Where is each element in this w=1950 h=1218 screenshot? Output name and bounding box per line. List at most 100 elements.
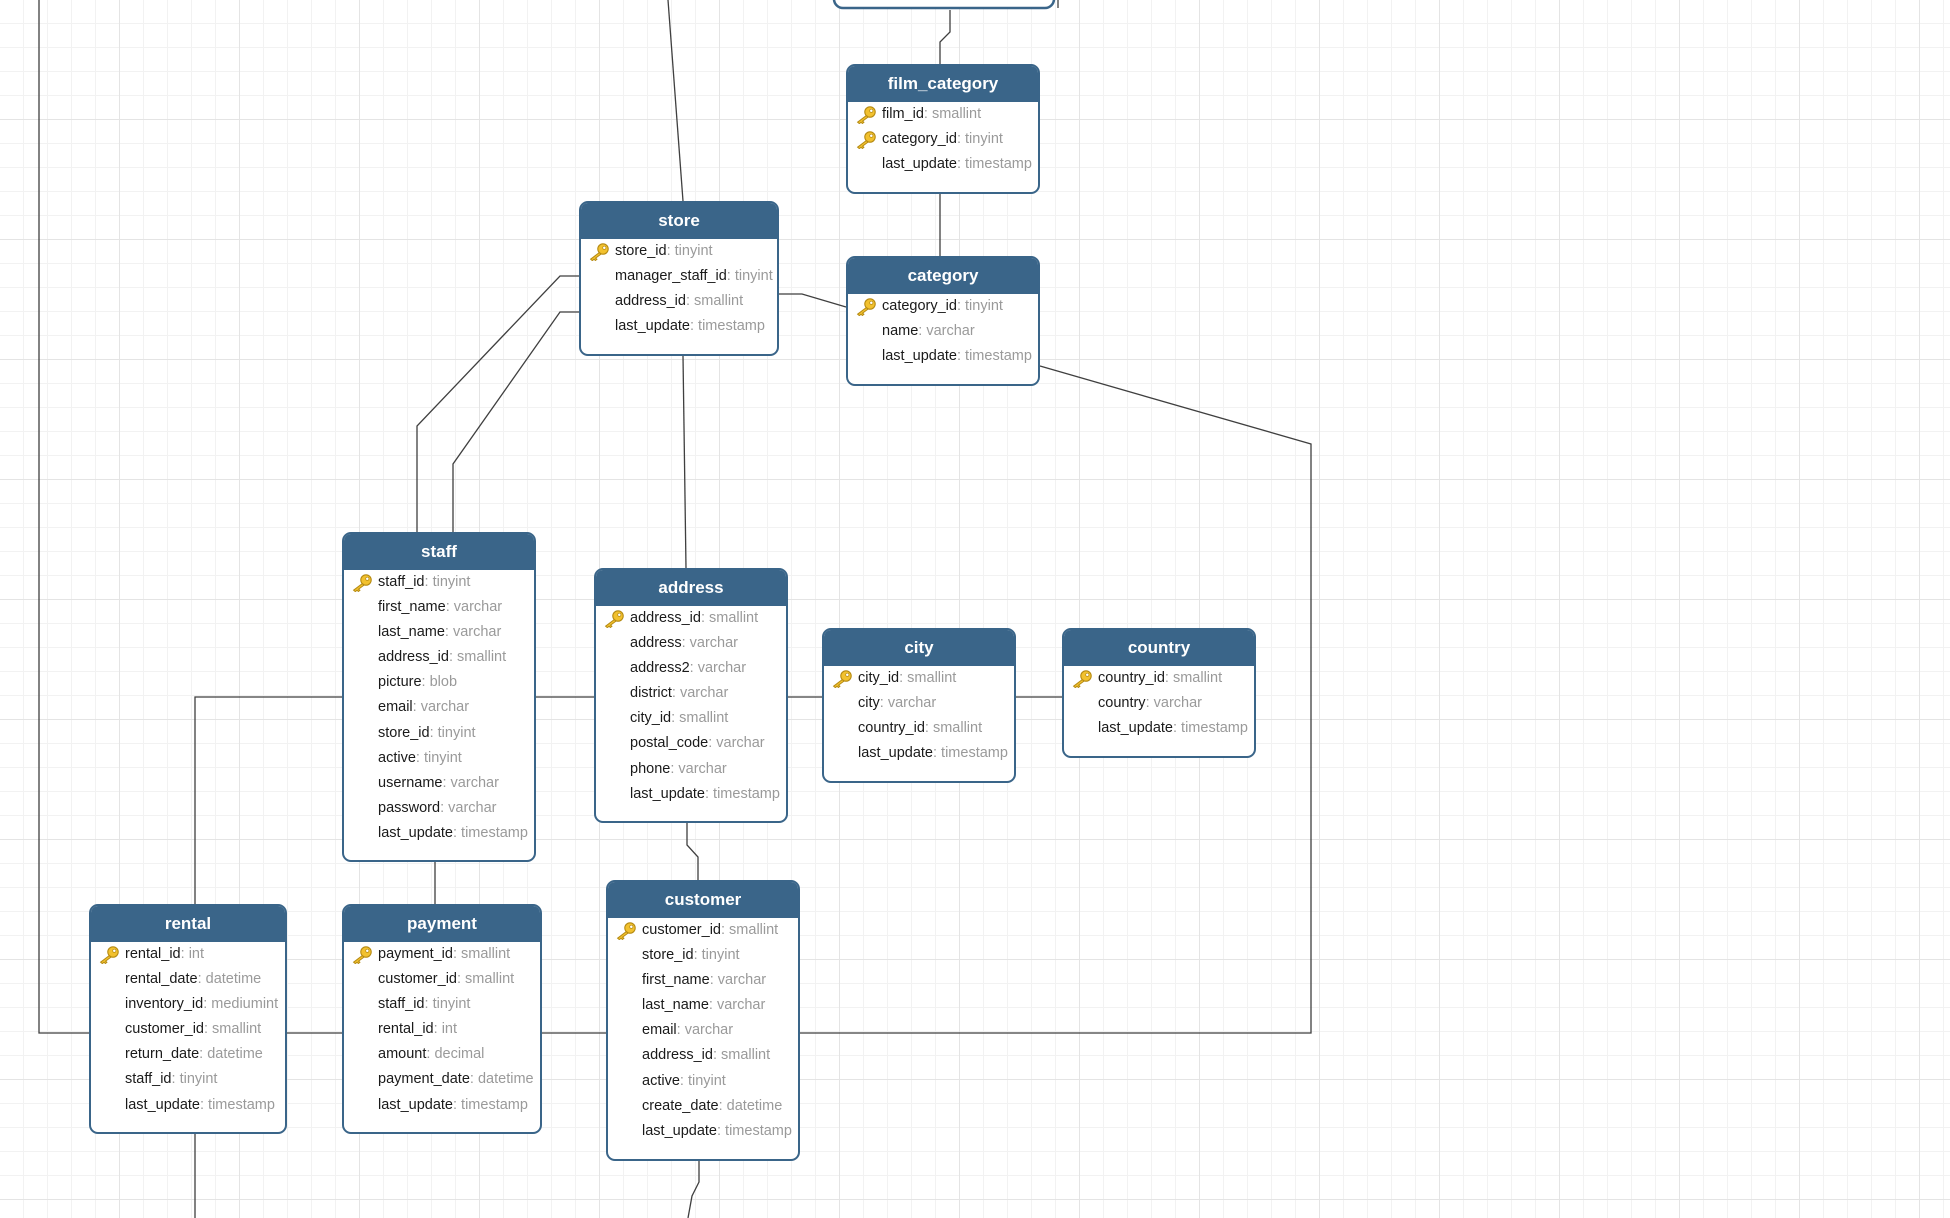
relationship-connector[interactable] [667,0,684,202]
entity-partial-top[interactable] [832,0,1056,10]
field-row[interactable]: address_id: smallint [581,289,777,314]
field-row[interactable]: address_id: smallint [344,645,534,670]
field-row[interactable]: email: varchar [344,695,534,720]
field-row[interactable]: payment_id: smallint [344,942,540,967]
field-row[interactable]: inventory_id: mediumint [91,992,285,1017]
field-row[interactable]: store_id: tinyint [608,943,798,968]
relationship-connector[interactable] [686,823,699,880]
field-row[interactable]: email: varchar [608,1018,798,1043]
field-separator: : [709,972,718,989]
entity-title: film_category [848,66,1038,102]
field-row[interactable]: manager_staff_id: tinyint [581,264,777,289]
field-row[interactable]: rental_id: int [344,1017,540,1042]
field-row[interactable]: last_update: timestamp [344,1093,540,1118]
field-row[interactable]: first_name: varchar [344,595,534,620]
relationship-connector[interactable] [194,696,342,904]
field-row[interactable]: category_id: tinyint [848,294,1038,319]
field-name: last_update [882,348,957,365]
relationship-connector[interactable] [452,311,579,532]
field-row[interactable]: username: varchar [344,771,534,796]
field-row[interactable]: address_id: smallint [608,1043,798,1068]
field-row[interactable]: name: varchar [848,319,1038,344]
field-row[interactable]: category_id: tinyint [848,127,1038,152]
field-row[interactable]: staff_id: tinyint [344,570,534,595]
field-row[interactable]: district: varchar [596,681,786,706]
field-row[interactable]: last_update: timestamp [581,314,777,339]
field-row[interactable]: return_date: datetime [91,1042,285,1067]
field-row[interactable]: last_name: varchar [608,993,798,1018]
field-separator: : [433,1021,442,1038]
field-type: smallint [457,649,507,666]
relationship-connector[interactable] [682,355,687,569]
field-row[interactable]: staff_id: tinyint [344,992,540,1017]
field-separator: : [671,685,680,702]
field-row[interactable]: last_name: varchar [344,620,534,645]
field-row[interactable]: last_update: timestamp [344,821,534,846]
field-row[interactable]: country: varchar [1064,691,1254,716]
field-row[interactable]: amount: decimal [344,1042,540,1067]
field-row[interactable]: create_date: datetime [608,1094,798,1119]
field-row[interactable]: customer_id: smallint [91,1017,285,1042]
field-row[interactable]: active: tinyint [344,746,534,771]
key-icon [615,922,637,941]
field-row[interactable]: last_update: timestamp [608,1119,798,1144]
field-row[interactable]: customer_id: smallint [344,967,540,992]
relationship-connector[interactable] [779,293,847,308]
field-type: varchar [453,599,503,616]
field-row[interactable]: country_id: smallint [1064,666,1254,691]
field-row[interactable]: city: varchar [824,691,1014,716]
relationship-connector[interactable] [38,0,89,1034]
field-row[interactable]: picture: blob [344,670,534,695]
field-separator: : [956,131,966,148]
field-row[interactable]: postal_code: varchar [596,731,786,756]
field-row[interactable]: store_id: tinyint [344,721,534,746]
field-separator: : [452,824,462,841]
field-row[interactable]: last_update: timestamp [848,152,1038,177]
field-row[interactable]: last_update: timestamp [91,1093,285,1118]
key-icon [855,298,877,317]
field-row[interactable]: last_update: timestamp [596,782,786,807]
field-row[interactable]: staff_id: tinyint [91,1067,285,1092]
field-row[interactable]: customer_id: smallint [608,918,798,943]
field-row[interactable]: film_id: smallint [848,102,1038,127]
field-row[interactable]: city_id: smallint [596,706,786,731]
field-row[interactable]: last_update: timestamp [1064,716,1254,741]
field-type: timestamp [1181,720,1248,737]
field-row[interactable]: rental_id: int [91,942,285,967]
field-row[interactable]: phone: varchar [596,757,786,782]
field-row[interactable]: password: varchar [344,796,534,821]
relationship-connector[interactable] [800,365,1312,1034]
relationship-connector[interactable] [687,1161,700,1218]
field-type: int [188,946,205,962]
field-row[interactable]: payment_date: datetime [344,1067,540,1092]
field-row[interactable]: country_id: smallint [824,716,1014,741]
field-row[interactable]: rental_date: datetime [91,967,285,992]
field-row[interactable]: address_id: smallint [596,606,786,631]
field-row[interactable]: store_id: tinyint [581,239,777,264]
field-row[interactable]: first_name: varchar [608,968,798,993]
relationship-connector[interactable] [939,10,951,64]
field-name: first_name [642,972,710,989]
field-name: last_update [378,824,453,841]
relationship-connector[interactable] [416,275,579,532]
field-type: timestamp [461,1096,528,1113]
field-row[interactable]: last_update: timestamp [824,741,1014,766]
field-row[interactable]: active: tinyint [608,1069,798,1094]
field-row[interactable]: last_update: timestamp [848,344,1038,369]
field-type: varchar [717,972,767,989]
entity-title: payment [344,906,540,942]
field-row[interactable]: address: varchar [596,631,786,656]
field-row[interactable]: address2: varchar [596,656,786,681]
field-row[interactable]: city_id: smallint [824,666,1014,691]
